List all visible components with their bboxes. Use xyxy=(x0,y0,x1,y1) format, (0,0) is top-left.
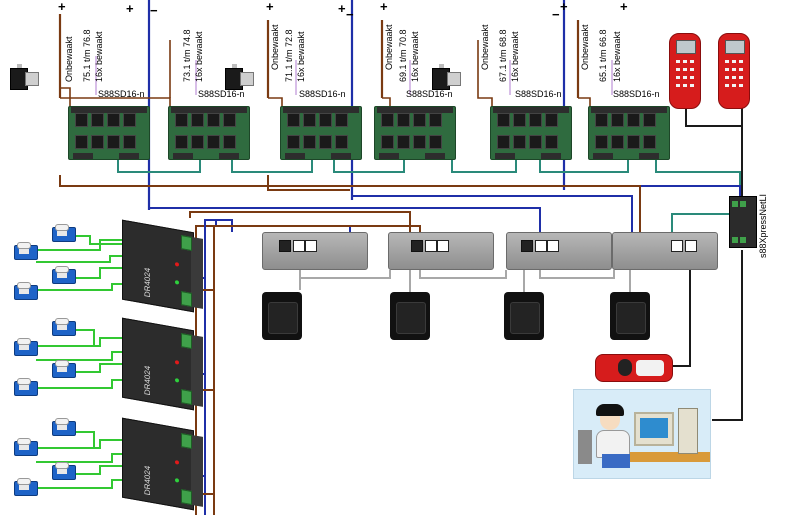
booster-1 xyxy=(262,232,368,270)
s88-module-4 xyxy=(374,106,456,160)
monitored-label-6: 16x bewaakt xyxy=(612,31,622,82)
interface-label: s88XpressNetLI xyxy=(758,193,768,258)
polarity-minus-1: − xyxy=(150,3,158,18)
polarity-plus-5: + xyxy=(380,0,388,14)
polarity-plus-4: + xyxy=(338,1,346,16)
servo-decoder-1: DR4024 xyxy=(122,219,203,313)
speed-label-6: 65.1 t/m 66.8 xyxy=(598,29,608,82)
polarity-plus-1: + xyxy=(58,0,66,14)
polarity-minus-2: − xyxy=(346,7,354,22)
module-tap-lines xyxy=(59,40,591,108)
unmonitored-label-6: Onbewaakt xyxy=(580,24,590,70)
decoder-label-3: DR4024 xyxy=(143,464,152,496)
computer-user-illustration xyxy=(573,389,711,479)
module-type-label-6: S88SD16-n xyxy=(613,89,660,99)
speed-label-1: 75.1 t/m 76.8 xyxy=(82,29,92,82)
s88-module-6 xyxy=(588,106,670,160)
speed-label-3: 71.1 t/m 72.8 xyxy=(284,29,294,82)
booster-links xyxy=(299,270,631,292)
polarity-minus-3: − xyxy=(552,7,560,22)
servo-icon xyxy=(14,338,38,356)
polarity-plus-7: + xyxy=(620,0,628,14)
monitored-label-2: 16x bewaakt xyxy=(194,31,204,82)
monitored-label-3: 16x bewaakt xyxy=(296,31,306,82)
speed-label-5: 67.1 t/m 68.8 xyxy=(498,29,508,82)
servo-icon xyxy=(14,378,38,396)
servo-icon xyxy=(14,438,38,456)
servo-icon xyxy=(52,224,76,242)
servo-icon xyxy=(52,318,76,336)
s88-module-5 xyxy=(490,106,572,160)
xpressnet-interface xyxy=(729,196,757,248)
servo-wires xyxy=(36,235,124,489)
command-station xyxy=(612,232,718,270)
feedback-bus xyxy=(117,160,742,232)
unmonitored-label-4: Onbewaakt xyxy=(384,24,394,70)
unmonitored-label-5: Onbewaakt xyxy=(480,24,490,70)
unmonitored-label-3: Onbewaakt xyxy=(270,24,280,70)
speed-label-2: 73.1 t/m 74.8 xyxy=(182,29,192,82)
monitored-label-4: 16x bewaakt xyxy=(410,31,420,82)
module-type-label-1: S88SD16-n xyxy=(98,89,145,99)
servo-icon xyxy=(52,360,76,378)
polarity-plus-3: + xyxy=(266,0,274,14)
decoder-label-2: DR4024 xyxy=(143,364,152,396)
servo-icon xyxy=(52,266,76,284)
controller-links xyxy=(672,104,743,421)
module-type-label-3: S88SD16-n xyxy=(299,89,346,99)
distribution-lines xyxy=(59,175,741,240)
s88-module-1 xyxy=(68,106,150,160)
power-supply-3 xyxy=(504,292,544,340)
s88-module-3 xyxy=(280,106,362,160)
power-supply-2 xyxy=(390,292,430,340)
monitored-taps xyxy=(95,56,613,95)
servo-icon xyxy=(14,242,38,260)
servo-decoder-2: DR4024 xyxy=(122,317,203,411)
servo-decoder-3: DR4024 xyxy=(122,417,203,511)
decoder-label-1: DR4024 xyxy=(143,266,152,298)
booster-2 xyxy=(388,232,494,270)
speed-label-4: 69.1 t/m 70.8 xyxy=(398,29,408,82)
monitored-label-5: 16x bewaakt xyxy=(510,31,520,82)
power-supply-4 xyxy=(610,292,650,340)
servo-icon xyxy=(14,282,38,300)
servo-icon xyxy=(52,462,76,480)
polarity-plus-6: + xyxy=(560,0,568,14)
handheld-throttle-1 xyxy=(669,33,701,109)
point-motor-icon xyxy=(432,64,461,90)
monitored-label-1: 16x bewaakt xyxy=(94,31,104,82)
handheld-controller xyxy=(595,354,673,382)
handheld-throttle-2 xyxy=(718,33,750,109)
power-supply-1 xyxy=(262,292,302,340)
module-type-label-5: S88SD16-n xyxy=(515,89,562,99)
booster-3 xyxy=(506,232,612,270)
point-motor-icon xyxy=(10,64,39,90)
module-type-label-2: S88SD16-n xyxy=(198,89,245,99)
module-type-label-4: S88SD16-n xyxy=(406,89,453,99)
s88-module-2 xyxy=(168,106,250,160)
polarity-plus-2: + xyxy=(126,1,134,16)
point-motor-icon xyxy=(225,64,254,90)
servo-icon xyxy=(14,478,38,496)
servo-icon xyxy=(52,418,76,436)
unmonitored-label-1: Onbewaakt xyxy=(64,36,74,82)
